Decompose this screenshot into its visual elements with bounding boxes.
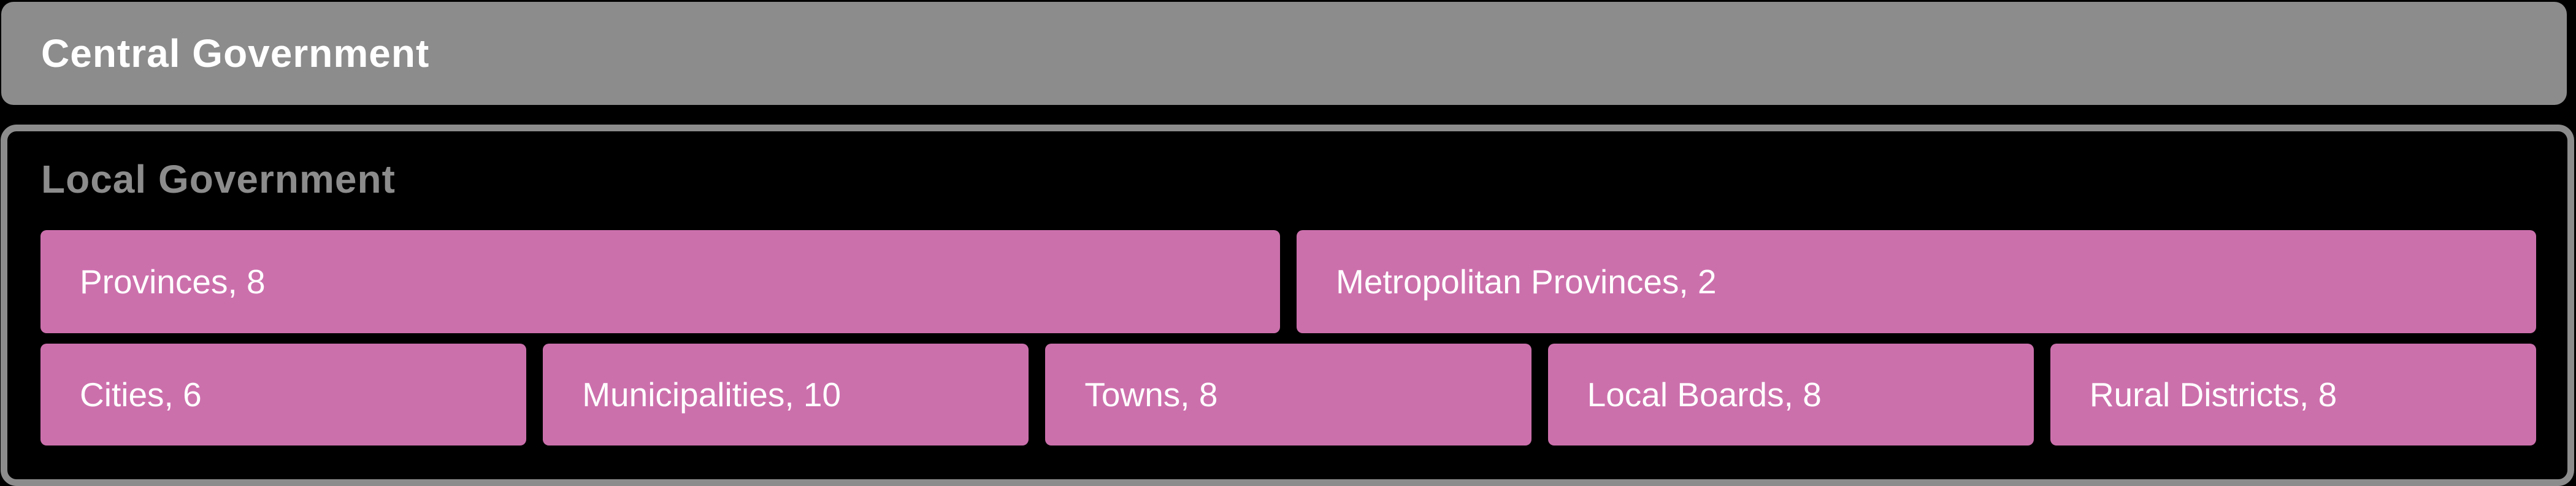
tile-local-boards[interactable]: Local Boards, 8 <box>1547 344 2034 446</box>
tile-row-1: Provinces, 8 Metropolitan Provinces, 2 <box>40 230 2536 333</box>
local-government-label: Local Government <box>41 157 396 201</box>
tile-row-2: Cities, 6 Municipalities, 10 Towns, 8 Lo… <box>40 344 2537 446</box>
tile-provinces[interactable]: Provinces, 8 <box>40 230 1280 333</box>
tile-towns-label: Towns, 8 <box>1084 376 1218 414</box>
tile-municipalities-label: Municipalities, 10 <box>582 376 841 414</box>
central-government-label: Central Government <box>41 31 430 75</box>
tile-cities[interactable]: Cities, 6 <box>40 344 527 446</box>
tile-metropolitan-provinces[interactable]: Metropolitan Provinces, 2 <box>1297 230 2536 333</box>
tile-rural-districts-label: Rural Districts, 8 <box>2089 376 2337 414</box>
tile-municipalities[interactable]: Municipalities, 10 <box>543 344 1029 446</box>
tile-towns[interactable]: Towns, 8 <box>1045 344 1531 446</box>
central-government-tile[interactable]: Central Government <box>1 2 2567 105</box>
tile-metropolitan-provinces-label: Metropolitan Provinces, 2 <box>1336 263 1717 301</box>
tile-rural-districts[interactable]: Rural Districts, 8 <box>2050 344 2537 446</box>
tile-local-boards-label: Local Boards, 8 <box>1587 376 1822 414</box>
tile-provinces-label: Provinces, 8 <box>80 263 266 301</box>
tile-cities-label: Cities, 6 <box>80 376 202 414</box>
